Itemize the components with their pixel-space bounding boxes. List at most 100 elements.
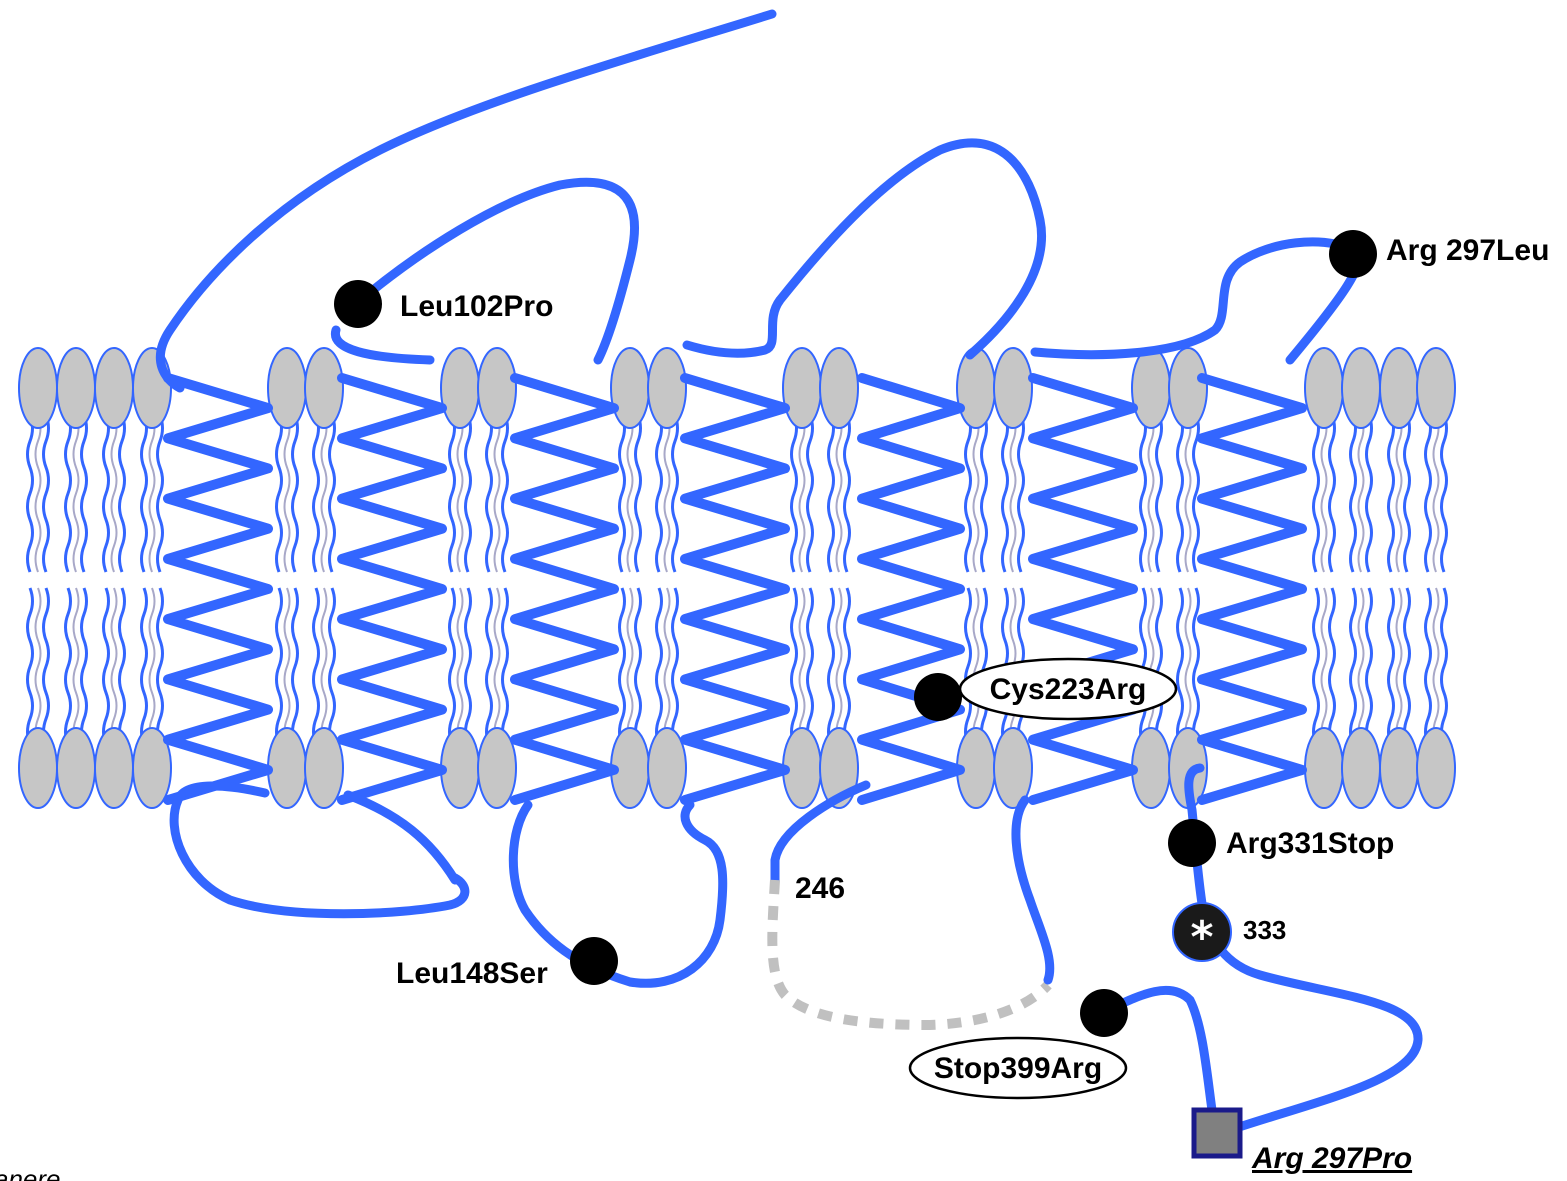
mutation-dot-stop399arg[interactable] [1080, 989, 1128, 1037]
lipid-tail-bottom [665, 588, 670, 745]
lipid-tail-top [277, 415, 282, 572]
mutation-dot-leu148ser[interactable] [570, 937, 618, 985]
lipid-tail-top [112, 415, 117, 572]
helix-tm3 [515, 378, 614, 800]
lipid-tail-top [665, 415, 670, 572]
lipid-tail-top [800, 415, 805, 572]
lipid-tail-top [966, 415, 971, 572]
lipid-head-top [1132, 348, 1170, 428]
helix-tm1 [168, 378, 268, 800]
lipid-tail-bottom [966, 588, 971, 745]
transmembrane-helices [168, 378, 1302, 800]
lipid-tail-bottom [1351, 588, 1356, 745]
lipid-tail-bottom [845, 588, 850, 745]
lipid-head-top [820, 348, 858, 428]
lipid-head-bottom [1132, 728, 1170, 808]
lipid-head-top [1169, 348, 1207, 428]
lipid-head-top [441, 348, 479, 428]
lipid-head-top [478, 348, 516, 428]
lipid-tail-bottom [66, 588, 71, 745]
lipid-tail-top [620, 415, 625, 572]
lipid-head-top [994, 348, 1032, 428]
lipid-tail-top [1149, 415, 1154, 572]
lipid-tail-bottom [982, 588, 987, 745]
lipid-head-bottom [57, 728, 95, 808]
lipid-tail-bottom [150, 588, 155, 745]
lipid-tail-bottom [837, 588, 842, 745]
square-marker-arg297pro[interactable] [1194, 1110, 1240, 1156]
lipid-head-top [783, 348, 821, 428]
lipid-tail-top [792, 415, 797, 572]
lipid-tail-top [293, 415, 298, 572]
lipid-tail-bottom [458, 588, 463, 745]
lipid-tail-bottom [466, 588, 471, 745]
lipid-tail-bottom [120, 588, 125, 745]
helix-tm2 [342, 378, 442, 800]
lipid-head-top [95, 348, 133, 428]
lipid-tail-bottom [1149, 588, 1154, 745]
mutation-dot-arg297leu[interactable] [1329, 230, 1377, 278]
lipid-tail-bottom [620, 588, 625, 745]
lipid-tail-top [150, 415, 155, 572]
lipid-head-top [1342, 348, 1380, 428]
lipid-tail-top [657, 415, 662, 572]
n-terminal-loop [160, 14, 772, 388]
lipid-tail-bottom [1322, 588, 1327, 745]
label-leu102pro: Leu102Pro [400, 290, 553, 323]
lipid-tail-top [495, 415, 500, 572]
lipid-head-bottom [1305, 728, 1343, 808]
lipid-head-top [57, 348, 95, 428]
lipid-tail-bottom [450, 588, 455, 745]
lipid-head-bottom [268, 728, 306, 808]
lipid-tail-top [1141, 415, 1146, 572]
lipid-head-bottom [1380, 728, 1418, 808]
label-246: 246 [795, 872, 845, 905]
lipid-tail-top [28, 415, 33, 572]
lipid-tail-top [458, 415, 463, 572]
lipid-tail-bottom [74, 588, 79, 745]
lipid-tail-top [808, 415, 813, 572]
extracellular-loop-3 [1035, 242, 1359, 360]
lipid-tail-bottom [1426, 588, 1431, 745]
lipid-tail-top [628, 415, 633, 572]
mutation-dot-arg331stop[interactable] [1168, 819, 1216, 867]
mutation-dot-leu102pro[interactable] [334, 280, 382, 328]
lipid-tail-top [36, 415, 41, 572]
lipid-tail-bottom [285, 588, 290, 745]
lipid-tail-bottom [142, 588, 147, 745]
lipid-tail-bottom [314, 588, 319, 745]
intracellular-loop-1b [348, 795, 455, 880]
lipid-tail-top [120, 415, 125, 572]
lipid-head-top [268, 348, 306, 428]
lipid-tail-bottom [1434, 588, 1439, 745]
lipid-tail-top [285, 415, 290, 572]
lipid-tail-top [158, 415, 163, 572]
lipid-tail-bottom [1442, 588, 1447, 745]
lipid-tail-bottom [1178, 588, 1183, 745]
extracellular-loop-1 [335, 182, 634, 360]
lipid-head-top [305, 348, 343, 428]
lipid-tail-bottom [36, 588, 41, 745]
lipid-tail-bottom [808, 588, 813, 745]
lipid-tail-top [44, 415, 49, 572]
lipid-tail-bottom [974, 588, 979, 745]
lipid-tail-top [466, 415, 471, 572]
mutation-dot-cys223arg[interactable] [914, 673, 962, 721]
lipid-tail-top [104, 415, 109, 572]
lipid-tail-bottom [503, 588, 508, 745]
lipid-tail-bottom [1194, 588, 1199, 745]
lipid-tail-top [450, 415, 455, 572]
lipid-tail-bottom [487, 588, 492, 745]
lipid-tail-top [1011, 415, 1016, 572]
lipid-tail-bottom [293, 588, 298, 745]
lipid-tail-bottom [829, 588, 834, 745]
lipid-tail-bottom [1330, 588, 1335, 745]
lipid-tail-top [66, 415, 71, 572]
lipid-tail-bottom [104, 588, 109, 745]
lipid-tail-top [503, 415, 508, 572]
lipid-head-bottom [1417, 728, 1455, 808]
lipid-tail-top [1397, 415, 1402, 572]
lipid-tail-bottom [112, 588, 117, 745]
lipid-tail-top [1178, 415, 1183, 572]
